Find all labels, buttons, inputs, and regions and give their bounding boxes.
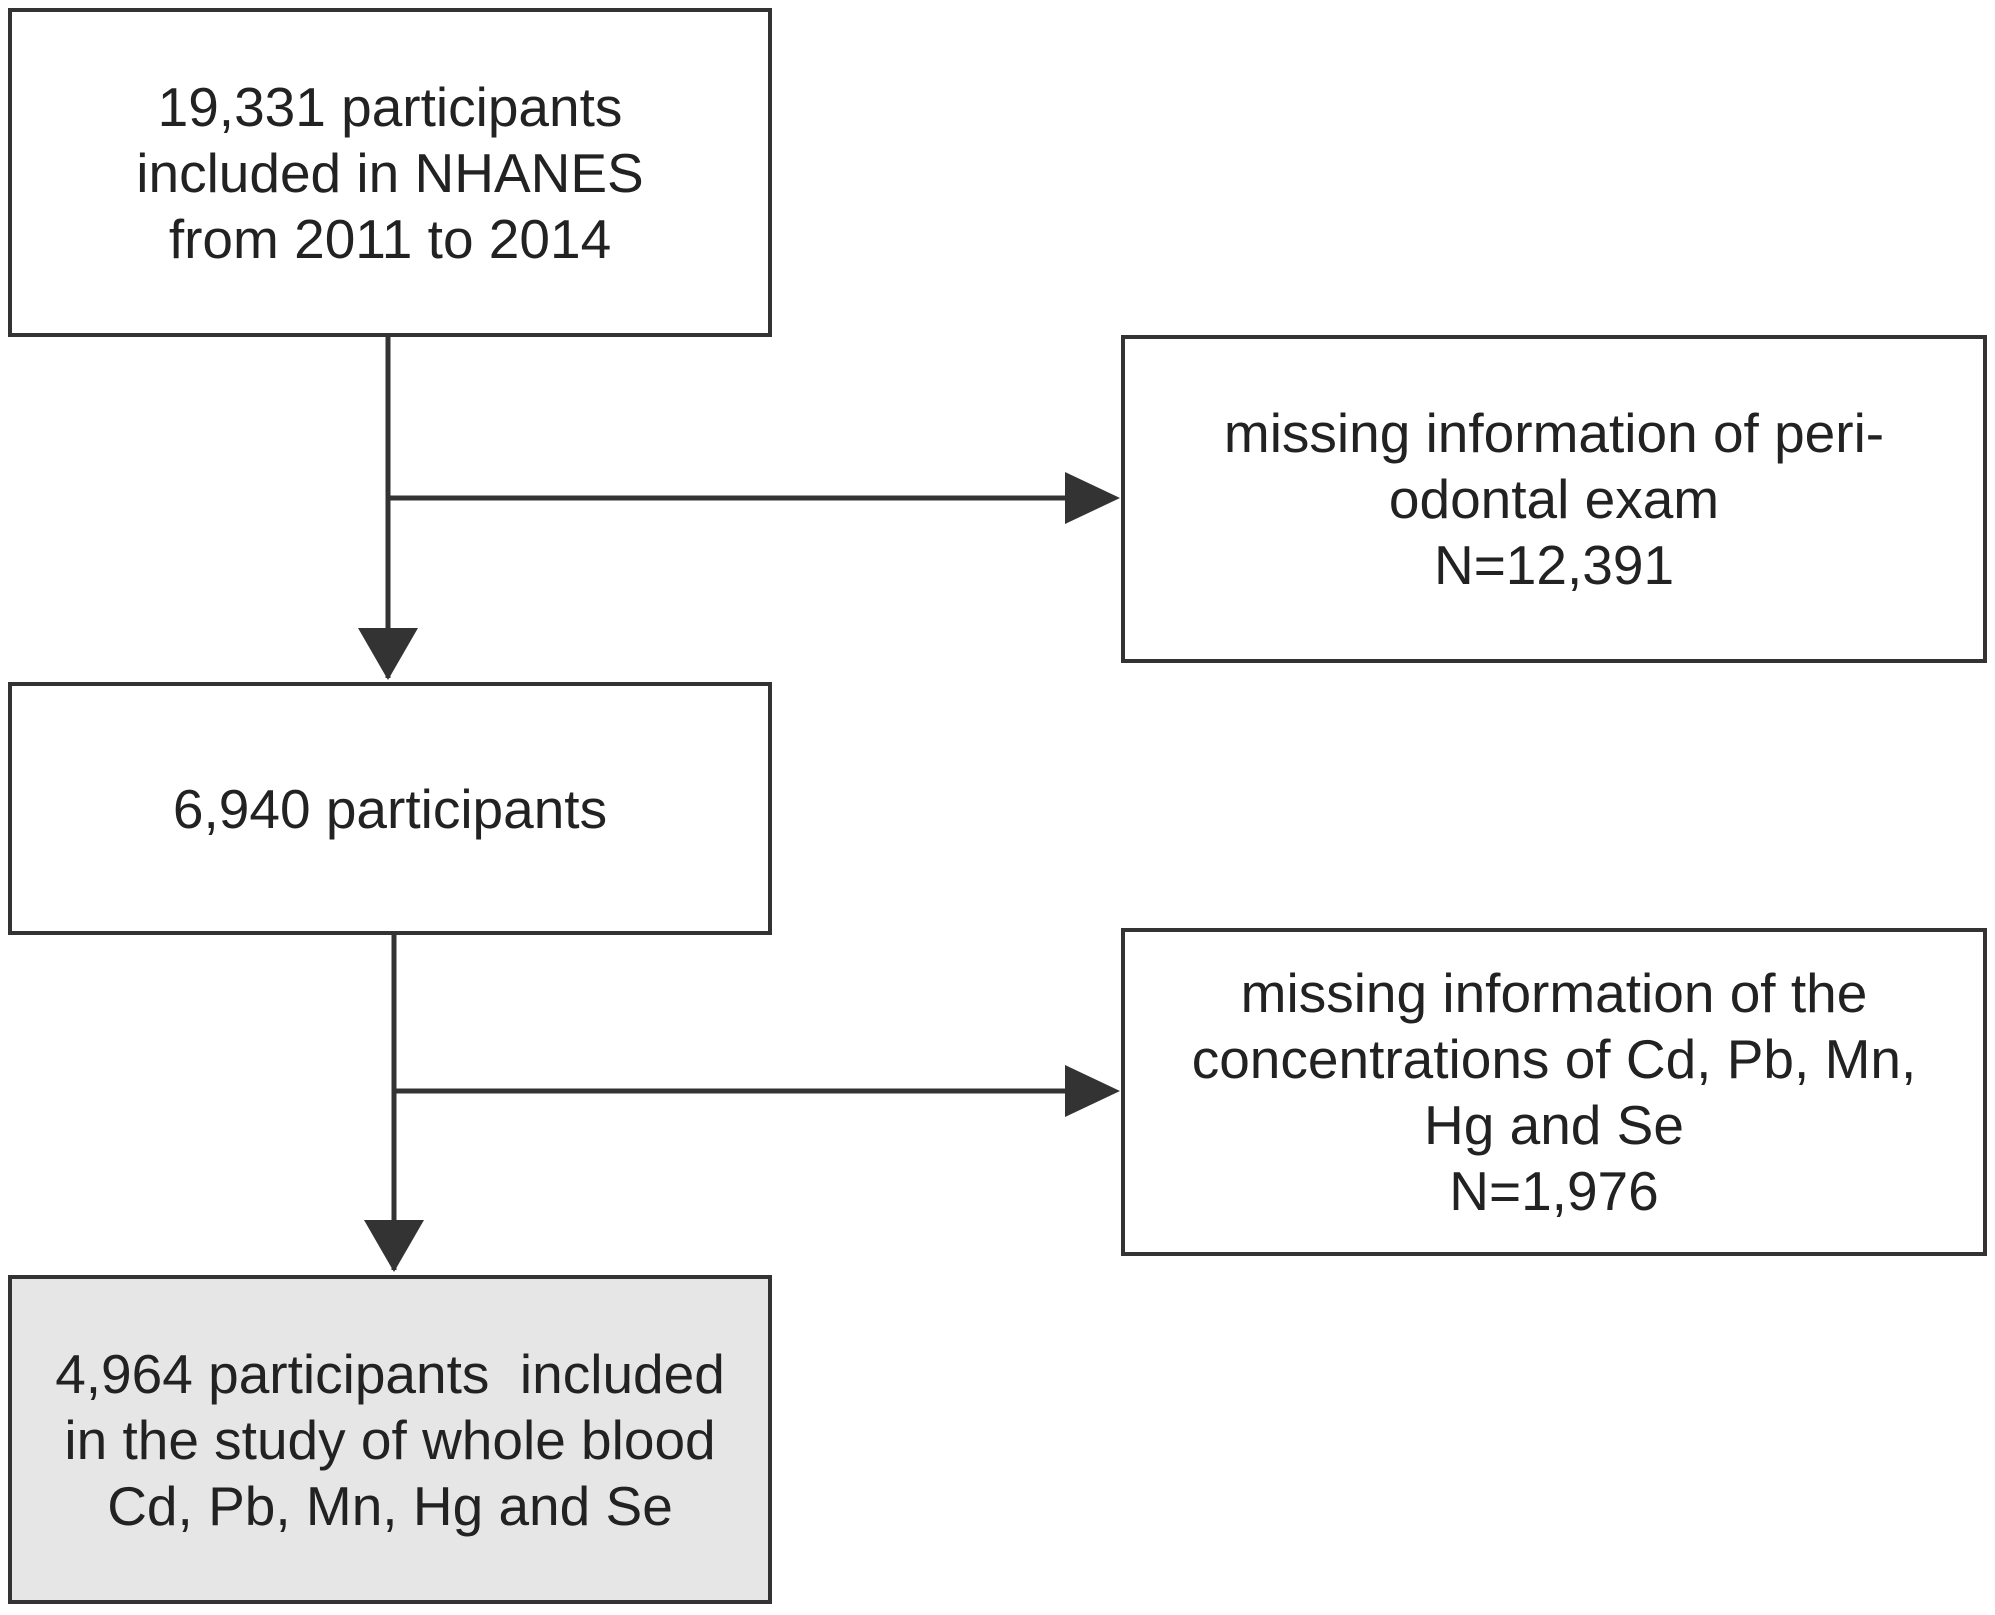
exclusion-2-line-1: missing information of the bbox=[1240, 962, 1868, 1024]
start-line-1: 19,331 participants bbox=[157, 75, 623, 138]
middle-box: 6,940 participants bbox=[8, 682, 772, 935]
exclusion-1-line-1: missing information of peri- bbox=[1223, 402, 1885, 464]
exclusion-box-1: missing information of peri- odontal exa… bbox=[1121, 335, 1987, 663]
exclusion-1-count: N=12,391 bbox=[1433, 534, 1675, 596]
start-line-3: from 2011 to 2014 bbox=[168, 207, 612, 270]
exclusion-2-count: N=1,976 bbox=[1449, 1160, 1659, 1222]
start-box: 19,331 participants included in NHANES f… bbox=[8, 8, 772, 337]
final-line-3: Cd, Pb, Mn, Hg and Se bbox=[107, 1474, 673, 1537]
exclusion-2-line-3: Hg and Se bbox=[1424, 1094, 1684, 1156]
start-line-2: included in NHANES bbox=[136, 141, 644, 204]
exclusion-box-2: missing information of the concentration… bbox=[1121, 928, 1987, 1256]
final-line-2: in the study of whole blood bbox=[64, 1408, 716, 1471]
arrowhead-to-exclusion-2 bbox=[1065, 1065, 1120, 1117]
arrowhead-middle-to-final bbox=[364, 1220, 424, 1272]
arrowhead-start-to-middle bbox=[358, 628, 418, 680]
final-line-1: 4,964 participants included bbox=[55, 1342, 725, 1405]
exclusion-2-line-2: concentrations of Cd, Pb, Mn, bbox=[1191, 1028, 1917, 1090]
final-box: 4,964 participants included in the study… bbox=[8, 1275, 772, 1604]
arrowhead-to-exclusion-1 bbox=[1065, 472, 1120, 524]
middle-line-1: 6,940 participants bbox=[172, 777, 608, 840]
exclusion-1-line-2: odontal exam bbox=[1388, 468, 1720, 530]
